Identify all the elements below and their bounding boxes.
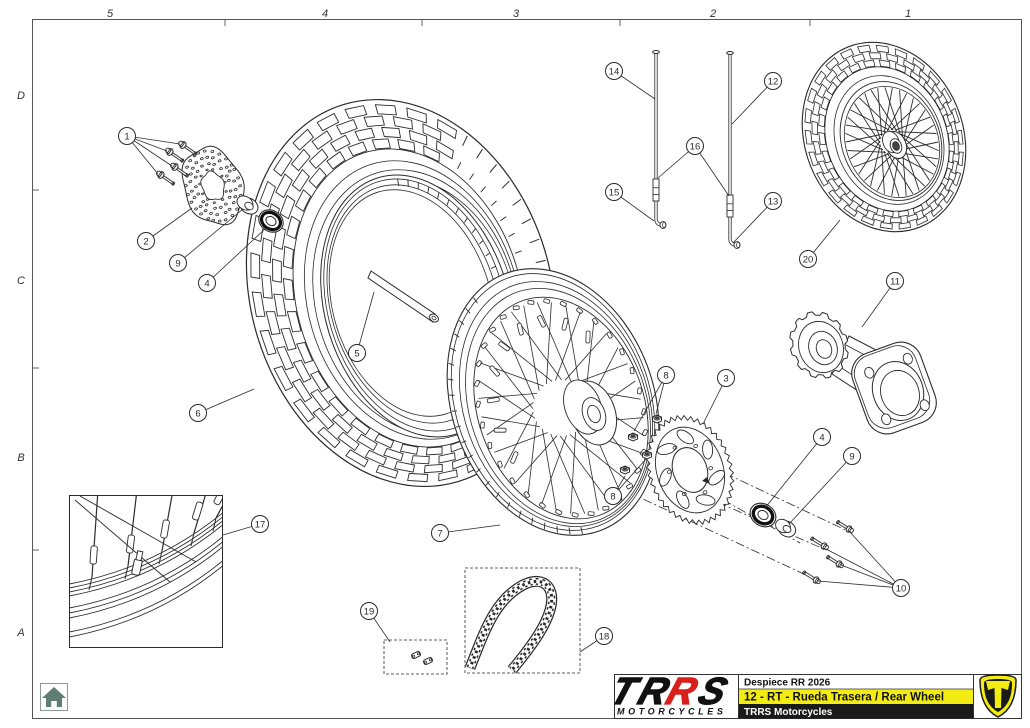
svg-text:4: 4 <box>322 8 328 20</box>
svg-text:3: 3 <box>513 8 520 20</box>
svg-text:2: 2 <box>709 8 716 20</box>
svg-text:11: 11 <box>890 276 900 287</box>
svg-text:12 - RT - Rueda Trasera / Rear: 12 - RT - Rueda Trasera / Rear Wheel <box>744 692 944 704</box>
svg-text:TRRS Motorcycles: TRRS Motorcycles <box>744 707 833 718</box>
svg-text:9: 9 <box>175 258 180 269</box>
svg-text:9: 9 <box>849 451 854 462</box>
svg-text:5: 5 <box>354 348 359 359</box>
svg-text:B: B <box>17 452 24 464</box>
svg-text:13: 13 <box>768 196 779 207</box>
svg-text:3: 3 <box>723 373 728 384</box>
svg-text:7: 7 <box>437 528 442 539</box>
svg-text:A: A <box>16 627 24 639</box>
svg-text:1: 1 <box>124 131 129 142</box>
svg-text:20: 20 <box>803 254 814 265</box>
svg-text:15: 15 <box>609 187 620 198</box>
svg-text:16: 16 <box>690 141 701 152</box>
svg-text:1: 1 <box>905 8 911 20</box>
svg-text:19: 19 <box>364 606 375 617</box>
svg-text:2: 2 <box>143 236 148 247</box>
svg-text:10: 10 <box>896 583 907 594</box>
svg-text:17: 17 <box>255 519 266 530</box>
svg-text:Despiece RR 2026: Despiece RR 2026 <box>744 678 831 689</box>
svg-text:12: 12 <box>768 76 779 87</box>
svg-text:8: 8 <box>663 370 668 381</box>
svg-text:14: 14 <box>609 66 620 77</box>
svg-text:C: C <box>17 275 25 287</box>
svg-text:MOTORCYCLES: MOTORCYCLES <box>617 707 726 717</box>
svg-text:5: 5 <box>107 8 114 20</box>
svg-text:18: 18 <box>599 631 610 642</box>
svg-text:4: 4 <box>819 432 824 443</box>
svg-text:6: 6 <box>195 408 200 419</box>
svg-text:8: 8 <box>610 491 615 502</box>
svg-text:D: D <box>17 90 25 102</box>
svg-text:4: 4 <box>204 278 209 289</box>
